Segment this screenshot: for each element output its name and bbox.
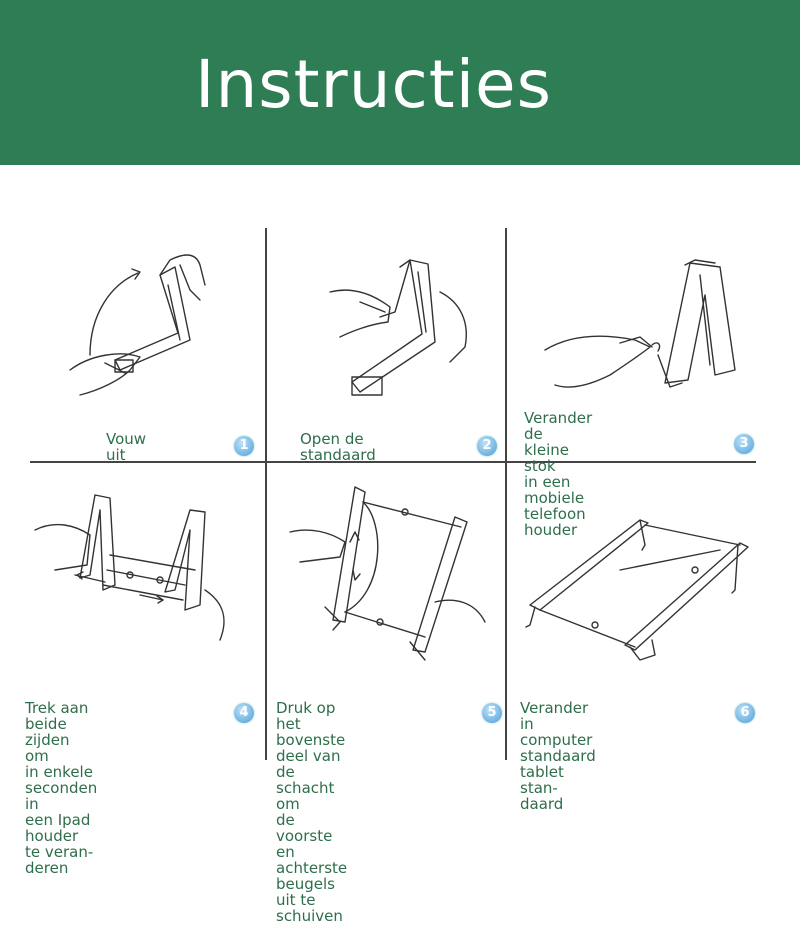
step-2-badge: 2 xyxy=(477,436,497,456)
step-5-caption: Druk op het bovenste deel van de schacht… xyxy=(276,700,347,924)
step-4-caption-line: een Ipad houder te veran- xyxy=(25,811,94,861)
step-6-caption-line: Verander in computer xyxy=(520,699,593,749)
step-5-caption-line: de voorste en achterste xyxy=(276,811,348,877)
step-4-badge: 4 xyxy=(234,703,254,723)
grid-divider-vertical-1 xyxy=(265,228,267,760)
step-6-caption-line: standaard tablet stan- xyxy=(520,747,596,797)
step-3-caption-line: in een mobiele telefoon xyxy=(524,473,586,523)
step-4-caption-line: Trek aan beide zijden om xyxy=(25,699,89,765)
illustration-unfold xyxy=(69,254,206,396)
step-1-caption: Vouw uit xyxy=(106,430,147,464)
illustration-phone-holder xyxy=(544,259,736,388)
illustration-ipad-holder xyxy=(34,494,225,641)
illustration-extend-brackets xyxy=(289,486,486,661)
page-title: Instructies xyxy=(195,46,553,123)
grid-divider-horizontal xyxy=(30,461,756,463)
step-5-caption-line: Druk op het bovenste xyxy=(276,699,346,749)
header-banner: Instructies xyxy=(0,0,800,165)
step-4-caption-line: in enkele seconden in xyxy=(25,763,98,813)
step-1-badge: 1 xyxy=(234,436,254,456)
step-5-caption-line: beugels uit te schuiven xyxy=(276,875,343,925)
step-3-badge: 3 xyxy=(734,434,754,454)
step-5-caption-line: deel van de schacht om xyxy=(276,747,341,813)
step-5-badge: 5 xyxy=(482,703,502,723)
step-6-badge: 6 xyxy=(735,703,755,723)
step-2-caption: Open de standaard xyxy=(300,430,376,464)
illustration-laptop-stand xyxy=(525,519,749,661)
grid-divider-vertical-2 xyxy=(505,228,507,760)
step-3-caption: Verander de kleine stok in een mobiele t… xyxy=(524,410,592,538)
step-3-caption-line: Verander de kleine stok xyxy=(524,409,593,475)
step-6-caption-line: daard xyxy=(520,795,564,813)
step-4-caption: Trek aan beide zijden om in enkele secon… xyxy=(25,700,97,876)
step-6-caption: Verander in computer standaard tablet st… xyxy=(520,700,596,812)
step-4-caption-line: deren xyxy=(25,859,69,877)
illustration-open-stand xyxy=(329,259,467,396)
step-3-caption-line: houder xyxy=(524,521,578,539)
